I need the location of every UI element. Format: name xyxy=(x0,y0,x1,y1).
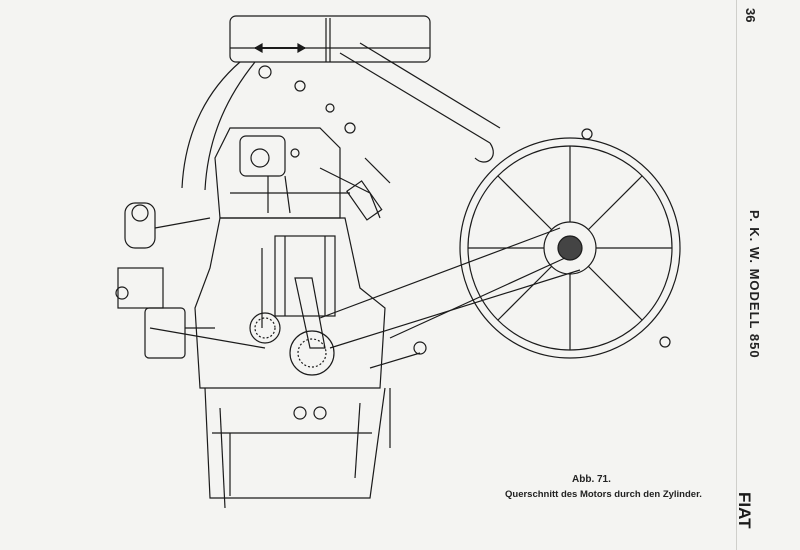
page-number: 36 xyxy=(743,8,758,23)
oil-sump xyxy=(204,387,386,509)
air-filter xyxy=(229,15,431,63)
running-title: P. K. W. MODELL 850 xyxy=(747,210,762,359)
fiat-logo: FIAT xyxy=(735,492,754,529)
fuel-pump xyxy=(115,202,215,359)
figure-caption: Querschnitt des Motors durch den Zylinde… xyxy=(505,489,702,500)
valve-gear xyxy=(267,103,356,214)
page-edge-line xyxy=(736,0,737,550)
figure-label: Abb. 71. xyxy=(572,474,611,485)
cylinder-block xyxy=(194,217,386,389)
misc-linkage xyxy=(149,327,427,448)
support-strut xyxy=(339,42,501,163)
connecting-rod xyxy=(249,277,335,376)
cooling-fan xyxy=(459,128,681,359)
cylinder-head xyxy=(214,127,391,221)
intake-pipe xyxy=(181,61,306,191)
engine-cross-section-drawing xyxy=(115,15,681,509)
drive-belt xyxy=(319,227,581,349)
